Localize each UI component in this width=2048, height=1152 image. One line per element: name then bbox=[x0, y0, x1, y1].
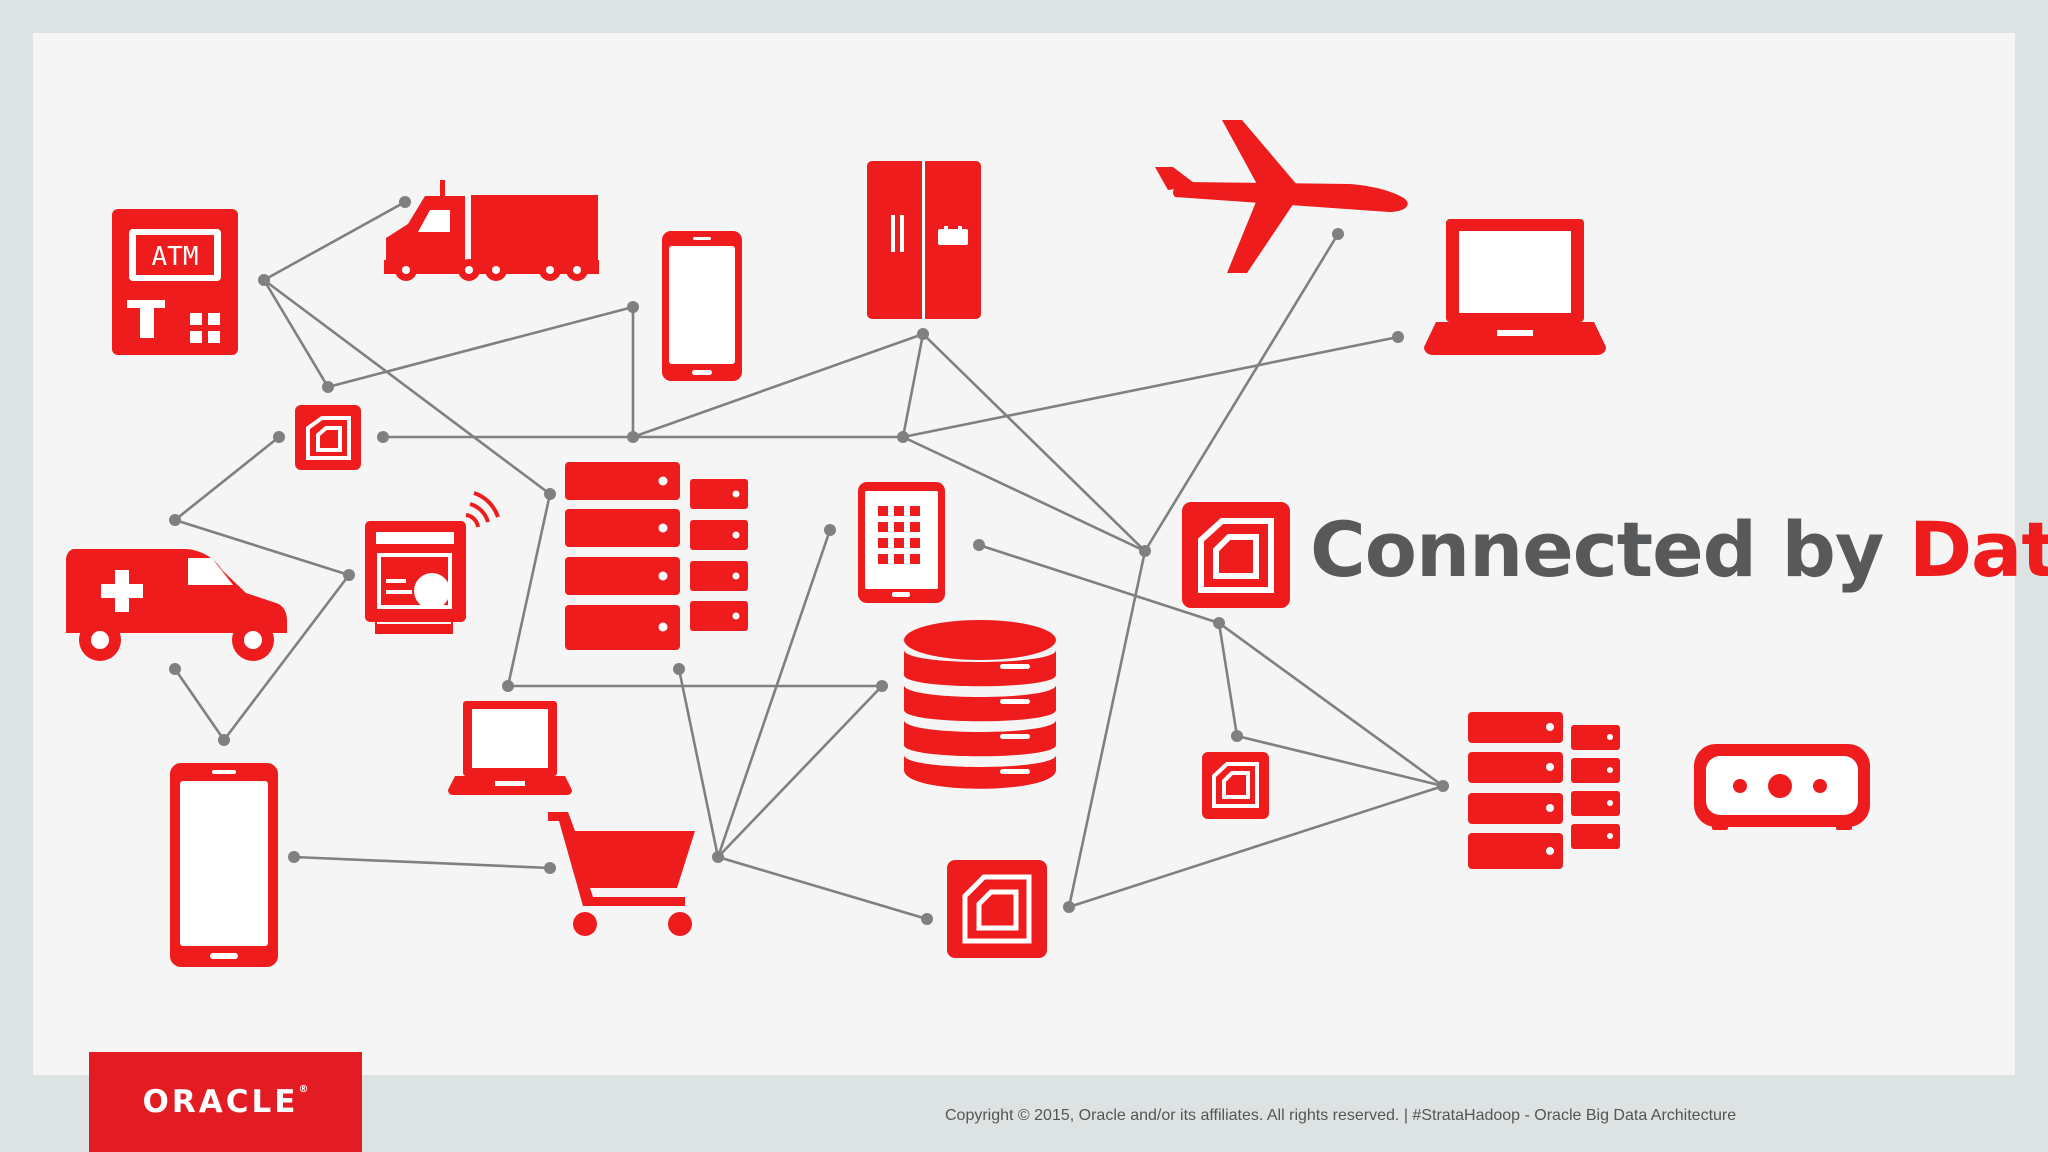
ambulance-icon bbox=[66, 549, 287, 661]
rfid-chip-icon bbox=[947, 860, 1047, 958]
server-rack-icon bbox=[1468, 712, 1620, 869]
slide-title: Connected by Data bbox=[1310, 505, 2048, 594]
connection-nodes bbox=[169, 196, 1449, 925]
copyright-footer: Copyright © 2015, Oracle and/or its affi… bbox=[945, 1107, 1737, 1124]
truck-icon bbox=[384, 180, 599, 281]
database-icon bbox=[904, 620, 1056, 789]
oracle-logo: ORACLE® bbox=[89, 1052, 362, 1152]
atm-icon: ATM bbox=[112, 209, 238, 355]
logo-text: ORACLE® bbox=[142, 1084, 309, 1120]
server-rack-icon bbox=[565, 462, 748, 650]
smartphone-icon bbox=[662, 231, 742, 381]
smartphone-icon bbox=[170, 763, 278, 967]
atm-label: ATM bbox=[152, 242, 199, 272]
refrigerator-icon bbox=[867, 161, 981, 319]
tablet-icon bbox=[858, 482, 945, 603]
rfid-chip-icon bbox=[1202, 752, 1269, 819]
laptop-icon bbox=[448, 701, 572, 795]
shopping-cart-icon bbox=[548, 812, 695, 936]
smart-meter-icon bbox=[365, 491, 500, 634]
laptop-icon bbox=[1424, 219, 1606, 355]
rfid-chip-icon bbox=[1182, 502, 1290, 608]
rfid-chip-icon bbox=[295, 405, 361, 470]
title-prefix: Connected by bbox=[1310, 505, 1884, 594]
airplane-icon bbox=[1155, 120, 1408, 273]
connection-lines bbox=[173, 200, 1444, 921]
title-accent: Data bbox=[1908, 505, 2048, 594]
router-icon bbox=[1694, 744, 1870, 830]
